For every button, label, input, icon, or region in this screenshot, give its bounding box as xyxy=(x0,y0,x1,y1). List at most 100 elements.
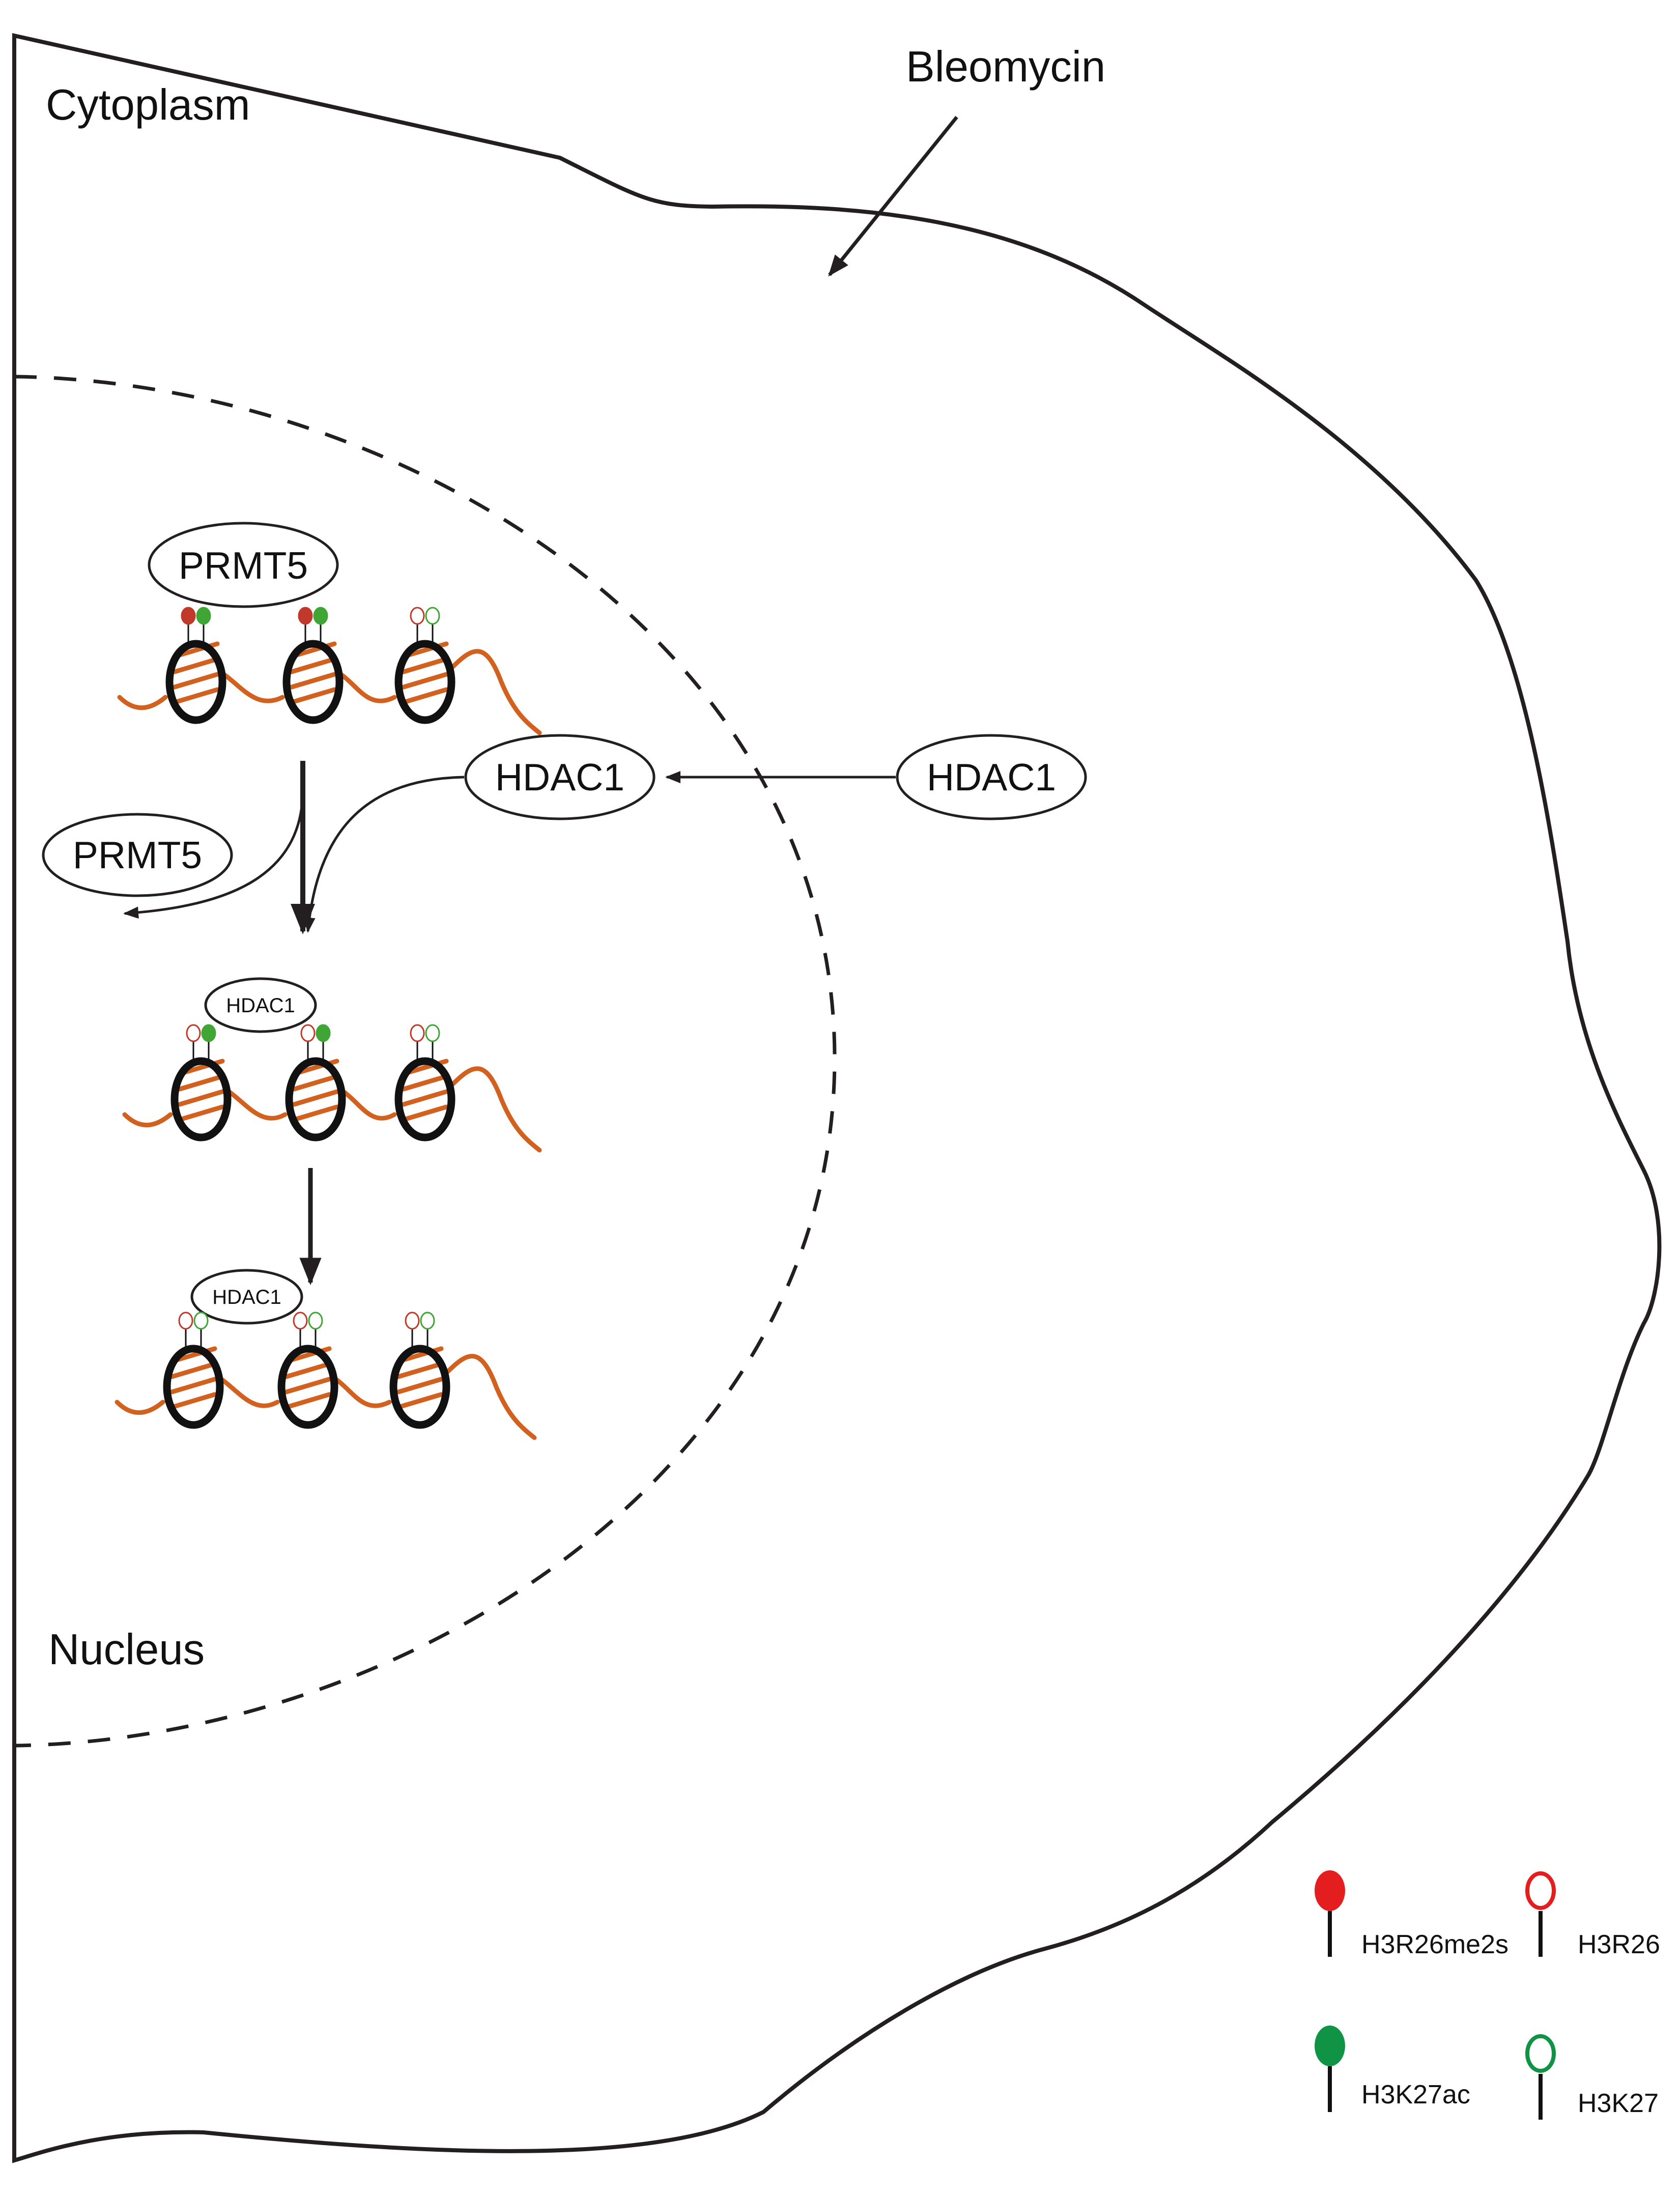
hdac1-nuclear-label: HDAC1 xyxy=(495,756,624,798)
hdac1-stage3: HDAC1 xyxy=(190,1269,303,1325)
histone-mark-empty xyxy=(425,607,440,625)
nucleosome xyxy=(394,607,455,724)
histone-mark-empty xyxy=(420,1311,435,1330)
dna-wrap-stripe xyxy=(396,1392,444,1410)
dna-wrap-stripe xyxy=(396,1377,444,1394)
dna-wrap-stripe xyxy=(401,672,449,690)
legend: H3R26me2s H3R26 H3K27ac H3K27 xyxy=(1315,1870,1660,2120)
histone-mark-filled xyxy=(313,607,328,625)
prmt5-bound: PRMT5 xyxy=(148,522,339,608)
dna-wrap-stripe xyxy=(289,687,337,705)
dna-wrap-stripe xyxy=(172,672,220,690)
hdac1-cytoplasmic-label: HDAC1 xyxy=(927,756,1056,798)
histone-mark-empty xyxy=(178,1311,193,1330)
histone-mark-filled xyxy=(298,607,313,625)
dna-wrap-stripe xyxy=(292,1089,339,1107)
dna-wrap-stripe xyxy=(284,1377,332,1394)
nucleus-label: Nucleus xyxy=(48,1625,205,1674)
chromatin-row-2 xyxy=(122,1024,542,1153)
dna-wrap-stripe xyxy=(401,687,449,705)
dna-strand xyxy=(117,649,542,735)
hdac1-stage2: HDAC1 xyxy=(204,977,317,1033)
histone-core xyxy=(394,1057,455,1142)
nucleosome xyxy=(389,1311,450,1429)
prmt5-release-arrow xyxy=(123,793,304,919)
nucleosome xyxy=(170,1024,232,1142)
nucleosome xyxy=(165,607,226,724)
bleomycin-arrow xyxy=(828,116,958,277)
nucleosome xyxy=(277,1311,338,1429)
prmt5-released: PRMT5 xyxy=(42,813,233,897)
dna-wrap-stripe xyxy=(401,657,449,674)
dna-wrap-stripe xyxy=(284,1392,332,1410)
prmt5-bound-label: PRMT5 xyxy=(179,544,308,587)
histone-mark-empty xyxy=(308,1311,323,1330)
dna-wrap-stripe xyxy=(172,687,220,705)
legend-h3r26-label: H3R26 xyxy=(1578,1930,1660,1959)
legend-h3k27-label: H3K27 xyxy=(1578,2089,1659,2118)
histone-mark-empty xyxy=(425,1024,440,1042)
dna-wrap-stripe xyxy=(401,1104,449,1122)
dna-wrap-stripe xyxy=(177,1089,225,1107)
dna-strand xyxy=(115,1354,537,1440)
dna-wrap-stripe xyxy=(177,1104,225,1122)
nucleosome xyxy=(163,1311,224,1429)
legend-item-h3k27: H3K27 xyxy=(1525,2034,1659,2120)
dna-wrap-stripe xyxy=(401,1089,449,1107)
legend-h3k27ac-label: H3K27ac xyxy=(1361,2080,1470,2109)
legend-h3r26me2s-label: H3R26me2s xyxy=(1361,1930,1508,1959)
nucleosome xyxy=(285,1024,346,1142)
dna-wrap-stripe xyxy=(292,1104,339,1122)
histone-core xyxy=(285,1057,346,1142)
histone-core xyxy=(165,640,226,724)
bleomycin-label: Bleomycin xyxy=(906,43,1105,91)
histone-mark-filled xyxy=(181,607,196,625)
dna-strand xyxy=(122,1066,542,1153)
histone-mark-empty xyxy=(410,607,425,625)
dna-wrap-stripe xyxy=(169,1392,217,1410)
histone-mark-empty xyxy=(186,1024,201,1042)
histone-core xyxy=(282,640,344,724)
histone-mark-filled xyxy=(201,1024,216,1042)
legend-filled-red-marker xyxy=(1315,1870,1345,1911)
dna-wrap-stripe xyxy=(177,1074,225,1092)
legend-item-h3r26me2s: H3R26me2s xyxy=(1315,1870,1508,1959)
hdac1-nuclear: HDAC1 xyxy=(464,734,656,820)
histone-core xyxy=(170,1057,232,1142)
histone-core xyxy=(389,1345,450,1429)
chromatin-layer xyxy=(115,607,542,1440)
histone-core xyxy=(277,1345,338,1429)
histone-mark-empty xyxy=(193,1311,209,1330)
chromatin-row-1 xyxy=(117,607,542,735)
legend-filled-green-marker xyxy=(1315,2026,1345,2066)
histone-mark-empty xyxy=(293,1311,308,1330)
dna-wrap-stripe xyxy=(172,657,220,674)
hdac1-recruit-arrow xyxy=(303,776,465,933)
cytoplasm-label: Cytoplasm xyxy=(46,81,250,129)
histone-mark-empty xyxy=(405,1311,420,1330)
hdac1-cytoplasmic: HDAC1 xyxy=(896,734,1087,820)
dna-wrap-stripe xyxy=(169,1377,217,1394)
chromatin-row-3 xyxy=(115,1311,537,1440)
nucleosome xyxy=(394,1024,455,1142)
hdac1-stage2-label: HDAC1 xyxy=(226,994,295,1017)
histone-mark-filled xyxy=(316,1024,331,1042)
dna-wrap-stripe xyxy=(289,657,337,674)
dna-wrap-stripe xyxy=(396,1361,444,1379)
dna-wrap-stripe xyxy=(169,1361,217,1379)
legend-empty-red-marker xyxy=(1525,1871,1556,1910)
legend-item-h3r26: H3R26 xyxy=(1525,1871,1660,1959)
nucleosome xyxy=(282,607,344,724)
cell-membrane xyxy=(12,33,1662,2163)
dna-wrap-stripe xyxy=(289,672,337,690)
histone-mark-empty xyxy=(300,1024,316,1042)
legend-item-h3k27ac: H3K27ac xyxy=(1315,2026,1470,2112)
dna-wrap-stripe xyxy=(401,1074,449,1092)
legend-empty-green-marker xyxy=(1525,2034,1556,2073)
histone-core xyxy=(163,1345,224,1429)
histone-core xyxy=(394,640,455,724)
dna-wrap-stripe xyxy=(292,1074,339,1092)
hdac1-stage3-label: HDAC1 xyxy=(212,1286,281,1308)
histone-mark-empty xyxy=(410,1024,425,1042)
